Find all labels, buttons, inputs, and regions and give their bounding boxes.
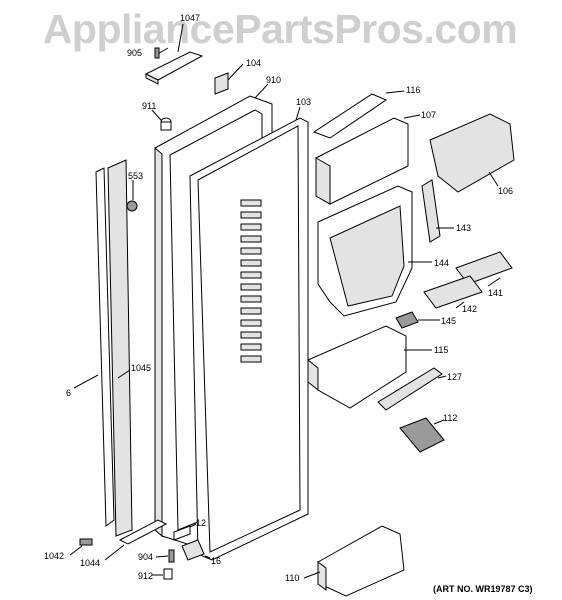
callout-144: 144 (434, 258, 449, 268)
part-6-trim-strip (73, 167, 115, 527)
callout-1047: 1047 (180, 13, 200, 23)
part-905-screw (154, 47, 160, 59)
callout-904: 904 (138, 552, 153, 562)
callout-12: 12 (196, 518, 206, 528)
art-number: (ART NO. WR19787 C3) (433, 584, 533, 594)
part-110-bin (303, 525, 405, 597)
part-104-label (214, 63, 244, 95)
callout-103: 103 (296, 97, 311, 107)
part-106-cover (429, 113, 515, 193)
part-1047-hinge-cover (144, 23, 204, 85)
part-115-bin (307, 325, 432, 409)
callout-110: 110 (285, 573, 299, 583)
part-127-trim (377, 367, 447, 411)
part-12-stop (173, 523, 197, 541)
part-107-bin (315, 114, 421, 205)
callout-142: 142 (462, 304, 477, 314)
part-1045-trim (107, 159, 133, 537)
callout-910: 910 (266, 75, 281, 85)
part-1042-screw (69, 538, 93, 556)
part-1044-bottom-hinge (104, 519, 168, 561)
callout-911: 911 (142, 101, 156, 111)
part-911-bushing (151, 109, 172, 131)
part-142-grille (423, 275, 483, 309)
callout-141: 141 (488, 288, 503, 298)
part-143-bracket (421, 179, 454, 243)
part-912-bushing (152, 568, 173, 580)
part-116-shelf-trim (312, 90, 405, 139)
part-145-lever (395, 311, 440, 329)
callout-1045: 1045 (131, 363, 151, 373)
callout-115: 115 (434, 345, 448, 355)
callout-145: 145 (441, 316, 456, 326)
part-904-pin (155, 549, 175, 563)
part-103-gasket (189, 106, 309, 561)
callout-107: 107 (421, 110, 436, 120)
callout-6: 6 (66, 388, 71, 398)
callout-116: 116 (406, 85, 420, 95)
callout-1042: 1042 (44, 551, 64, 561)
callout-143: 143 (456, 223, 471, 233)
callout-912: 912 (138, 571, 153, 581)
callout-905: 905 (127, 48, 142, 58)
callout-553: 553 (128, 171, 143, 181)
part-553-screw (126, 180, 138, 212)
callout-112: 112 (443, 413, 457, 423)
callout-1044: 1044 (80, 558, 100, 568)
watermark: AppliancePartsPros.com (42, 6, 518, 52)
callout-106: 106 (498, 186, 513, 196)
part-144-housing (317, 185, 432, 317)
callout-16: 16 (211, 556, 221, 566)
part-16-closer (181, 539, 211, 561)
callout-104: 104 (246, 58, 261, 68)
liner-shelf-ribs (240, 199, 262, 363)
callout-127: 127 (447, 372, 462, 382)
part-112-cap (399, 417, 445, 453)
